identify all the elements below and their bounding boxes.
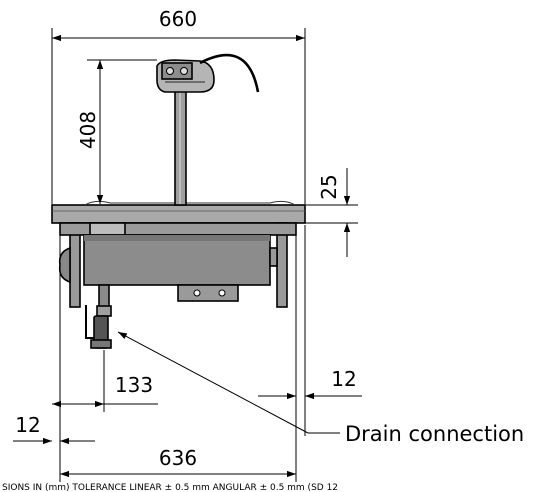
basin-body — [83, 234, 271, 286]
dim-right-margin: 12 — [331, 367, 356, 391]
dim-counter-thickness: 25 — [317, 174, 341, 199]
dimension-lines — [13, 28, 362, 482]
unit-drawing — [51, 53, 306, 349]
dim-cutout-width: 636 — [159, 446, 197, 470]
dim-height-above-counter: 408 — [76, 111, 100, 149]
dim-drain-offset: 133 — [115, 373, 153, 397]
drain-pipe — [98, 284, 110, 308]
cable — [199, 53, 260, 93]
tolerance-note: SIONS IN (mm) TOLERANCE LINEAR ± 0.5 mm … — [2, 483, 338, 492]
drain-connection-label: Drain connection — [345, 422, 524, 446]
side-knob — [58, 246, 71, 284]
dim-left-margin: 12 — [15, 413, 40, 437]
counter-top — [51, 204, 306, 224]
connector-block — [177, 284, 239, 302]
dim-overall-width: 660 — [159, 7, 197, 31]
